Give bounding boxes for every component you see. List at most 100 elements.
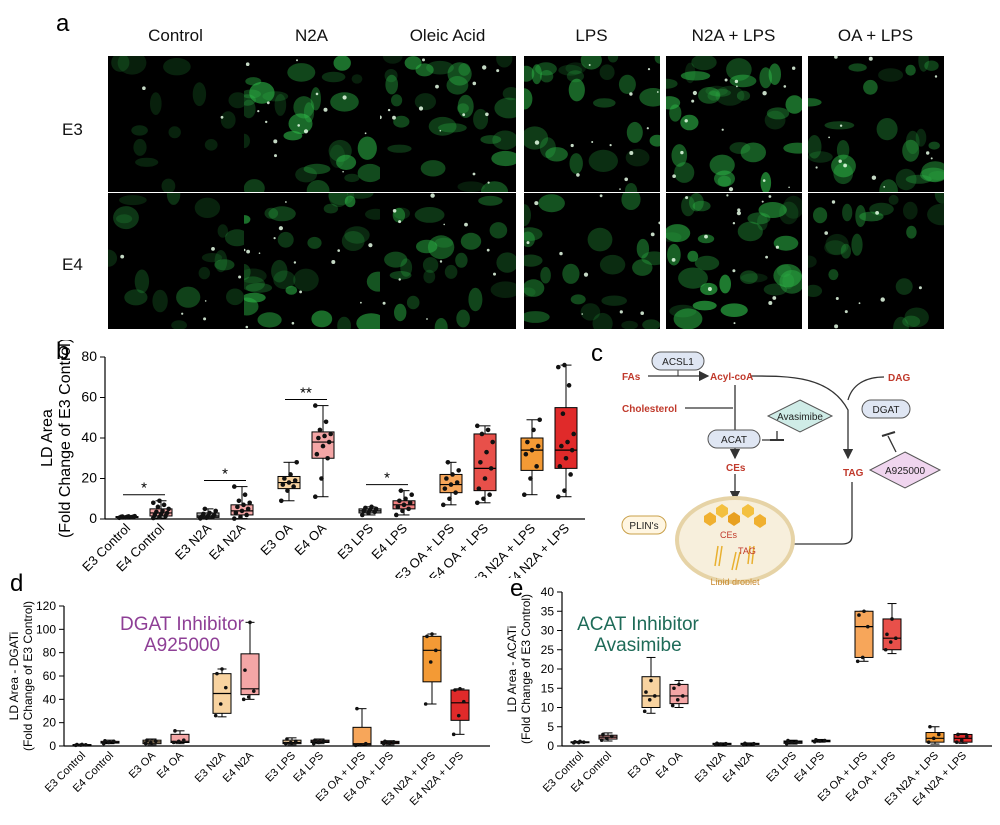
y-tick-label: 40 xyxy=(541,585,555,599)
data-point xyxy=(488,466,494,471)
data-point xyxy=(288,472,293,477)
data-point xyxy=(181,738,186,742)
y-tick-label: 0 xyxy=(547,739,554,753)
box xyxy=(641,676,661,708)
panel-d-letter: d xyxy=(10,570,24,597)
plins-label: PLIN's xyxy=(629,521,658,532)
data-point xyxy=(241,697,246,702)
avasimibe-inhibit xyxy=(762,431,778,441)
chart-title: ACAT Inhibitor xyxy=(577,614,699,635)
category-label: E3 OA xyxy=(626,749,658,781)
data-point xyxy=(482,476,488,481)
y-tick-label: 40 xyxy=(43,692,57,706)
data-point xyxy=(319,476,324,481)
avasimibe-node xyxy=(766,399,834,433)
data-point xyxy=(571,431,576,437)
arrow-tag-to-droplet xyxy=(778,482,853,550)
data-point xyxy=(397,498,402,504)
y-axis-label-sub: (Fold Change of E3 Control) xyxy=(21,601,35,751)
tag-label: TAG xyxy=(843,468,864,479)
data-point xyxy=(173,729,177,733)
ces-inside-label: CEs xyxy=(720,530,738,540)
data-point xyxy=(363,505,368,511)
arrow-dag-to-tag xyxy=(847,376,885,401)
data-point xyxy=(153,739,158,744)
column-label-5: OA + LPS xyxy=(837,26,914,45)
y-tick-label: 0 xyxy=(49,739,56,753)
panel-b-letter: b xyxy=(56,338,70,365)
data-point xyxy=(155,504,161,510)
category-label: E4 N2A xyxy=(206,520,249,563)
data-point xyxy=(475,500,480,506)
acsl1-node xyxy=(651,351,705,371)
data-point xyxy=(409,492,415,497)
data-point xyxy=(954,740,959,744)
y-tick-label: 60 xyxy=(43,669,57,683)
y-tick-label: 0 xyxy=(89,510,97,526)
data-point xyxy=(479,431,485,437)
y-axis-label: LD Area - DGATi xyxy=(7,632,21,721)
y-tick-label: 80 xyxy=(43,646,57,660)
data-point xyxy=(207,510,212,516)
data-point xyxy=(675,698,680,702)
data-point xyxy=(321,739,326,744)
micrograph-e3-1 xyxy=(244,56,380,192)
data-point xyxy=(604,736,609,741)
y-tick-label: 20 xyxy=(43,716,57,730)
data-point xyxy=(316,740,321,745)
micrograph-e4-3 xyxy=(524,193,660,329)
micrograph-e4-4 xyxy=(666,193,802,329)
box xyxy=(240,653,260,696)
data-point xyxy=(450,472,455,477)
data-point xyxy=(313,738,317,742)
y-tick-label: 60 xyxy=(81,389,97,405)
data-point xyxy=(232,484,237,489)
data-point xyxy=(233,510,239,516)
data-point xyxy=(285,488,290,493)
data-point xyxy=(383,739,387,744)
data-point xyxy=(242,492,248,497)
data-point xyxy=(328,431,334,437)
data-point xyxy=(528,476,533,481)
column-label-2: Oleic Acid xyxy=(409,26,486,45)
data-point xyxy=(401,502,407,508)
data-point xyxy=(453,490,458,495)
data-point xyxy=(251,689,256,693)
cholesterol-label: Cholesterol xyxy=(622,404,677,415)
data-point xyxy=(885,632,889,637)
column-label-0: Control xyxy=(148,26,203,45)
y-tick-label: 5 xyxy=(547,720,554,734)
y-axis-label: LD Area xyxy=(39,409,56,467)
data-point xyxy=(890,617,894,621)
data-point xyxy=(283,741,288,746)
data-point xyxy=(126,514,131,519)
data-point xyxy=(425,634,429,639)
data-point xyxy=(534,464,539,469)
data-point xyxy=(565,439,570,445)
y-tick-label: 40 xyxy=(81,429,97,445)
data-point xyxy=(314,451,320,457)
data-point xyxy=(325,455,330,461)
ce-hexagons xyxy=(704,504,766,528)
data-point xyxy=(814,738,818,742)
data-point xyxy=(161,502,167,508)
data-point xyxy=(213,713,218,718)
data-point xyxy=(959,738,964,743)
data-point xyxy=(442,486,448,491)
data-point xyxy=(282,476,287,481)
data-point xyxy=(326,439,332,445)
data-point xyxy=(652,694,657,698)
data-point xyxy=(478,460,483,465)
data-point xyxy=(386,740,391,745)
data-point xyxy=(523,451,529,457)
data-point xyxy=(456,713,461,718)
data-point xyxy=(743,741,747,746)
data-point xyxy=(566,383,572,388)
data-point xyxy=(649,678,653,683)
data-point xyxy=(862,609,866,614)
y-axis-label-sub: (Fold Change of E3 Control) xyxy=(57,340,74,538)
data-point xyxy=(154,509,159,515)
data-point xyxy=(400,508,405,514)
data-point xyxy=(936,732,941,737)
